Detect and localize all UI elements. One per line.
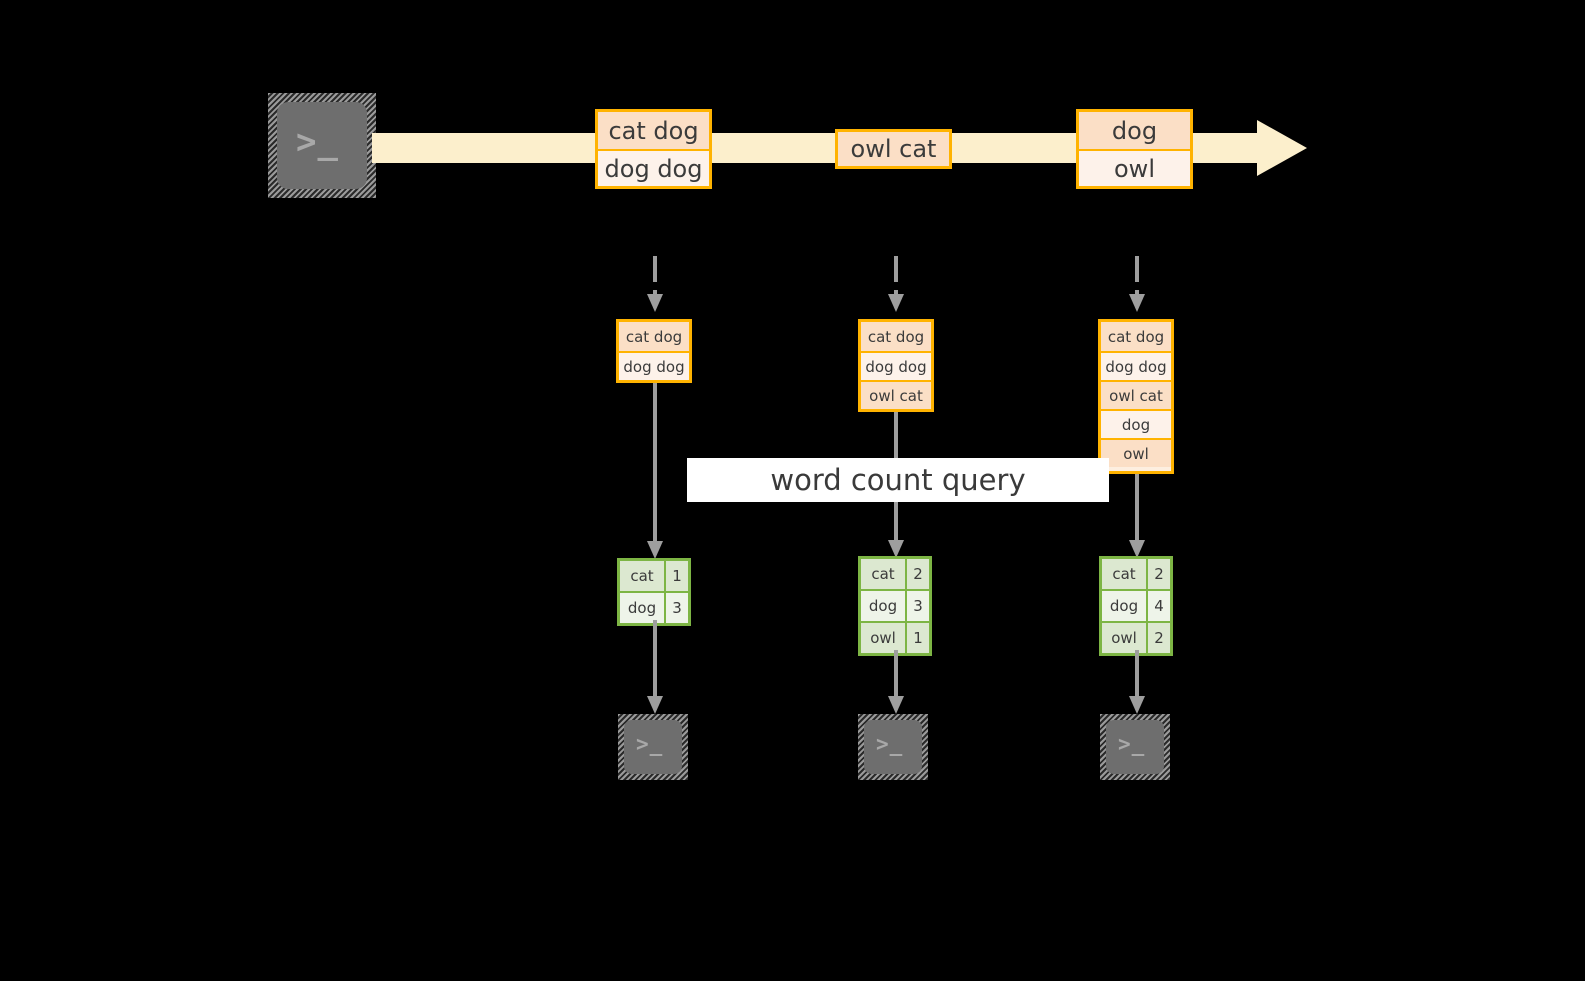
snapshot-3-sink-terminal-icon: >_ (1100, 714, 1170, 780)
terminal-prompt-glyph: >_ (296, 122, 339, 162)
table-row: cat 2 (861, 559, 929, 589)
table-row: owl cat (861, 380, 931, 409)
dashed-connector-3 (1127, 256, 1147, 314)
table-row: owl 2 (1102, 621, 1170, 653)
result-word: cat (620, 561, 666, 591)
terminal-screen (1106, 720, 1164, 774)
dashed-connector-2 (886, 256, 906, 314)
snapshot-3-input-table: cat dog dog dog owl cat dog owl (1098, 319, 1174, 474)
table-row: dog 3 (861, 589, 929, 621)
query-connector-3 (1127, 474, 1147, 560)
record-line: owl cat (838, 132, 949, 166)
sink-connector-3 (1127, 650, 1147, 716)
result-count: 3 (666, 593, 688, 623)
snapshot-1-input-table: cat dog dog dog (616, 319, 692, 383)
table-row: dog 3 (620, 591, 688, 623)
result-count: 4 (1148, 591, 1170, 621)
table-row: dog dog (1101, 351, 1171, 380)
snapshot-3-result-table: cat 2 dog 4 owl 2 (1099, 556, 1173, 656)
table-row: dog 4 (1102, 589, 1170, 621)
table-row: owl (1101, 438, 1171, 467)
table-row: dog dog (861, 351, 931, 380)
record-line: dog dog (598, 149, 709, 186)
result-count: 1 (666, 561, 688, 591)
result-count: 2 (907, 559, 929, 589)
result-word: dog (620, 593, 666, 623)
table-row: owl cat (1101, 380, 1171, 409)
terminal-prompt-glyph: >_ (876, 732, 904, 756)
stream-record-1: cat dog dog dog (595, 109, 712, 189)
snapshot-1-sink-terminal-icon: >_ (618, 714, 688, 780)
stream-record-3: dog owl (1076, 109, 1193, 189)
result-count: 3 (907, 591, 929, 621)
source-terminal-icon: >_ (268, 93, 376, 198)
snapshot-2-sink-terminal-icon: >_ (858, 714, 928, 780)
table-row: dog (1101, 409, 1171, 438)
table-row: cat 1 (620, 561, 688, 591)
record-line: dog (1079, 112, 1190, 149)
query-connector-1 (645, 383, 665, 561)
query-banner: word count query (687, 458, 1109, 502)
record-line: cat dog (598, 112, 709, 149)
table-row: cat dog (861, 322, 931, 351)
terminal-screen (624, 720, 682, 774)
stream-record-2: owl cat (835, 129, 952, 169)
table-row: owl 1 (861, 621, 929, 653)
terminal-screen (864, 720, 922, 774)
sink-connector-1 (645, 620, 665, 716)
table-row: cat dog (1101, 322, 1171, 351)
terminal-prompt-glyph: >_ (1118, 732, 1146, 756)
result-word: owl (861, 623, 907, 653)
query-label: word count query (770, 463, 1026, 497)
snapshot-1-result-table: cat 1 dog 3 (617, 558, 691, 626)
result-word: cat (1102, 559, 1148, 589)
record-line: owl (1079, 149, 1190, 186)
snapshot-2-input-table: cat dog dog dog owl cat (858, 319, 934, 412)
result-word: owl (1102, 623, 1148, 653)
terminal-screen (277, 102, 367, 189)
result-count: 2 (1148, 623, 1170, 653)
terminal-prompt-glyph: >_ (636, 732, 664, 756)
sink-connector-2 (886, 650, 906, 716)
result-word: dog (861, 591, 907, 621)
result-word: dog (1102, 591, 1148, 621)
snapshot-2-result-table: cat 2 dog 3 owl 1 (858, 556, 932, 656)
dashed-connector-1 (645, 256, 665, 314)
table-row: cat 2 (1102, 559, 1170, 589)
result-word: cat (861, 559, 907, 589)
result-count: 2 (1148, 559, 1170, 589)
result-count: 1 (907, 623, 929, 653)
table-row: cat dog (619, 322, 689, 351)
table-row: dog dog (619, 351, 689, 380)
